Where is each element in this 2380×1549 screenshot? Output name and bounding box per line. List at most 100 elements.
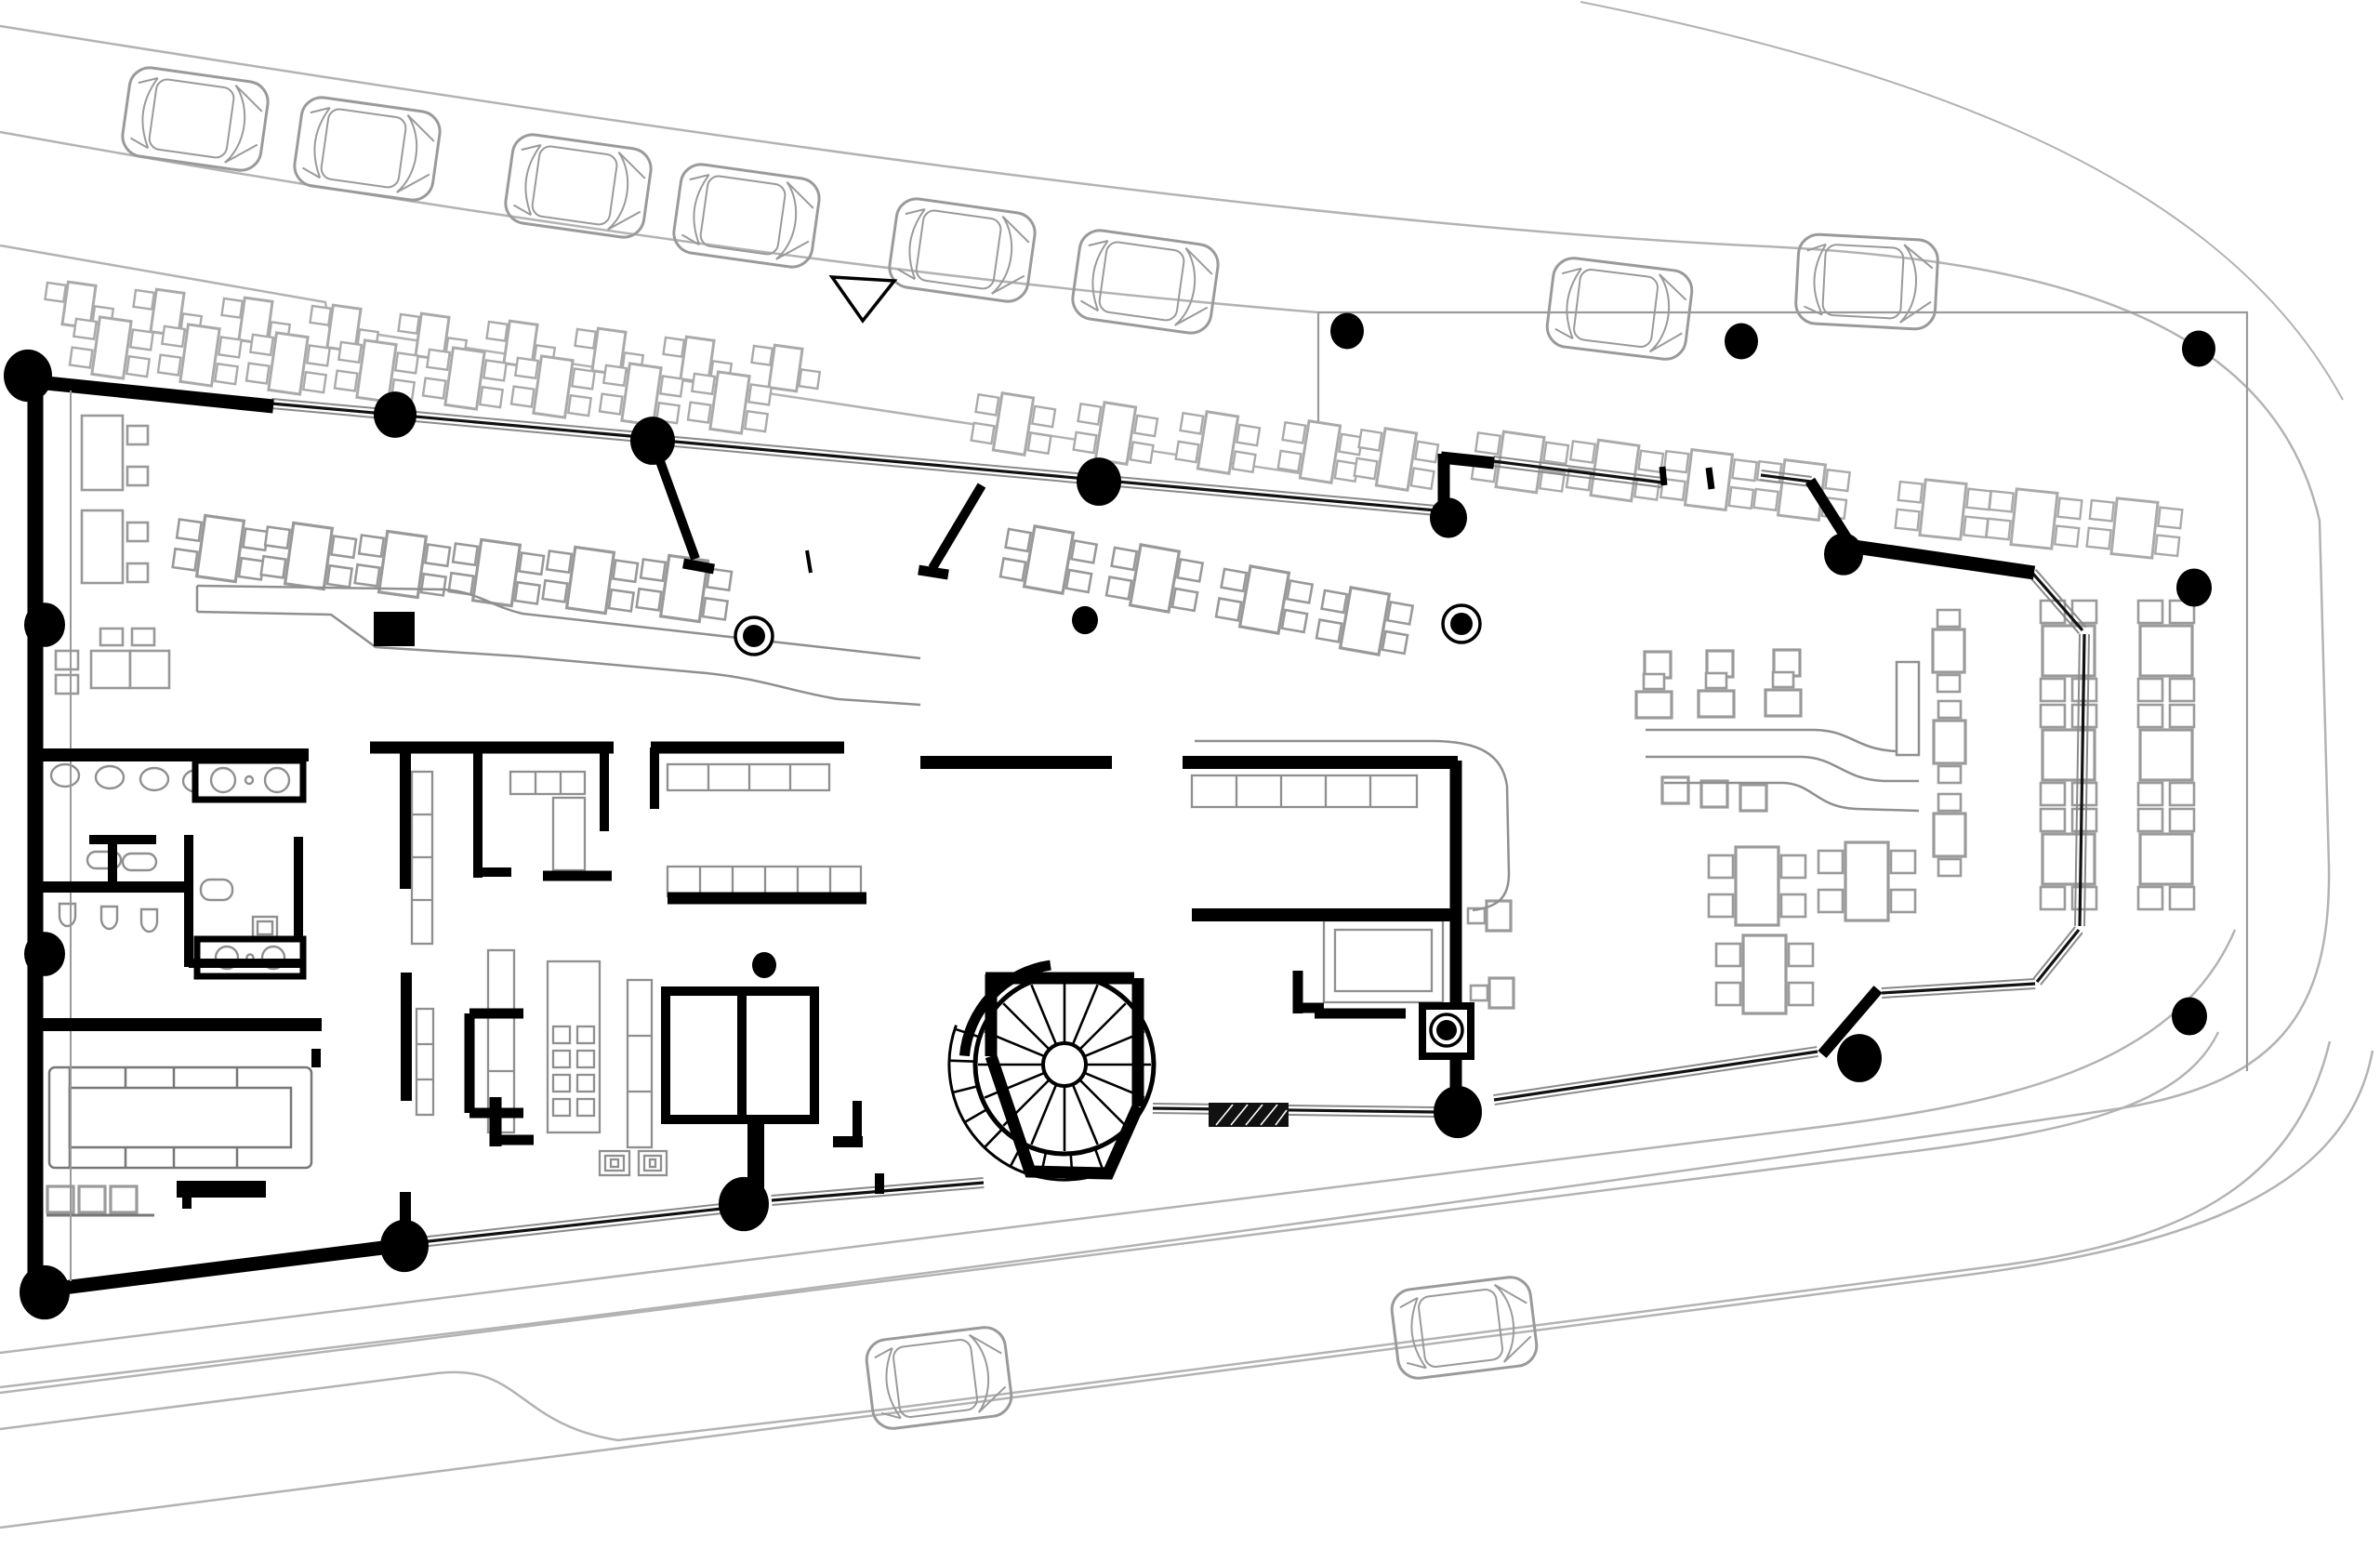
dining-table-cluster [2136, 807, 2196, 911]
servery-counter-edge [1664, 781, 1920, 813]
car [672, 163, 821, 269]
spiral-stair-tread [1071, 1083, 1099, 1145]
kitchen-unit [1190, 774, 1419, 809]
servery-counter-edge [1895, 660, 1921, 757]
dining-table-cluster [1214, 564, 1315, 635]
car-detail [1406, 1361, 1427, 1370]
car-roof [892, 1339, 978, 1418]
bar-island [68, 1086, 293, 1149]
window-wall-frame [1494, 1054, 1818, 1105]
dining-table-cluster-chair [2136, 703, 2164, 729]
cafe-table-cluster-chair [1231, 450, 1257, 474]
banquette [99, 627, 125, 647]
cafe-table-cluster-chair [509, 385, 536, 408]
car-roof [1418, 1289, 1503, 1368]
dining-table-cluster [171, 513, 270, 584]
floor-grille [1230, 1104, 1249, 1126]
plaza-edge [1316, 311, 2249, 1071]
banquette [130, 627, 156, 647]
cafe-table-cluster-chair [478, 385, 505, 409]
dining-table-cluster-table [377, 529, 429, 600]
car-detail [234, 84, 263, 113]
car-detail [1079, 299, 1099, 312]
cafe-table-cluster [686, 370, 774, 435]
kitchen-unit [648, 1158, 657, 1169]
terrace-table-cluster [1985, 487, 2083, 550]
car-detail [224, 143, 258, 164]
cafe-table-cluster-chair [156, 353, 182, 377]
structural-columns [4, 312, 2215, 1320]
street-curb-line [0, 1050, 2374, 1529]
terrace-table-cluster-chair [2088, 498, 2116, 523]
window-wall-frame [1152, 1111, 1435, 1118]
cafe-table-cluster-chair [397, 312, 421, 335]
dining-table-cluster-chair [2039, 885, 2067, 911]
spiral-stair-arc [959, 960, 1051, 1057]
spiral-stair-step [1069, 1153, 1074, 1180]
dining-table-cluster-chair [175, 518, 204, 543]
terrace-table-cluster-chair [1542, 441, 1570, 466]
dining-table-cluster-chair [419, 572, 448, 597]
spiral-stair-tread [1083, 1071, 1145, 1099]
dining-table-cluster-chair [2136, 885, 2164, 911]
terrace-table-cluster-chair [1965, 487, 1992, 511]
bar-stool-chair [1704, 671, 1728, 690]
car-detail [775, 240, 810, 260]
dining-table-cluster [1104, 543, 1205, 614]
wall [1818, 986, 1883, 1058]
cafe-table-cluster [598, 362, 685, 427]
street-curb-line [1580, 1, 2344, 401]
dining-table-cluster-chair [1714, 981, 1742, 1007]
cafe-table-cluster-chair [248, 333, 275, 357]
dining-table-cluster [635, 553, 734, 624]
cafe-table-cluster-chair [602, 364, 628, 388]
walkway-counters [195, 584, 1921, 912]
dining-table-cluster-table [1741, 933, 1788, 1015]
terrace-table-cluster [1659, 447, 1759, 512]
dining-table-cluster-chair [1936, 608, 1962, 629]
cafe-table-cluster-chair [337, 340, 364, 364]
car-body [1794, 232, 1939, 331]
dining-table-cluster-table [1931, 628, 1966, 674]
bar-stool [1739, 783, 1768, 813]
dining-table-cluster-chair [701, 596, 730, 621]
cafe-table-cluster-chair [1357, 428, 1383, 452]
bar-stool-chair [1642, 672, 1666, 691]
cafe-table-cluster [132, 287, 204, 338]
car-detail [1001, 215, 1030, 244]
cafe-table-cluster-table [267, 331, 310, 396]
bar-stool [1697, 671, 1736, 719]
car-roof [699, 175, 787, 256]
cafe-table-cluster [1072, 401, 1159, 466]
cafe-table-cluster-chair [217, 336, 244, 359]
dining-table-cluster-table [564, 545, 616, 616]
terrace-tables-east-row [970, 391, 1440, 492]
window-wall-core [2035, 928, 2081, 984]
car-body [121, 66, 270, 172]
cafe-table-cluster-chair [574, 327, 598, 350]
terrace-table-cluster-chair [1988, 489, 2016, 513]
dining-table-cluster-chair [1064, 568, 1093, 594]
column-dot [1824, 533, 1863, 576]
dining-table-cluster-chair [1707, 893, 1735, 919]
bar-stool-table [46, 1185, 75, 1214]
cafe-table-cluster-chair [68, 346, 94, 369]
cafe-table-cluster-chair [1030, 404, 1057, 429]
window-wall-frame [2082, 634, 2090, 927]
window-wall-frame [1882, 986, 2036, 999]
dining-table-cluster-chair [1936, 673, 1962, 694]
wall [374, 612, 415, 646]
car-detail [885, 1347, 902, 1419]
kitchen-unit [415, 1007, 435, 1117]
column-dot [20, 1264, 70, 1320]
kitchen-unit [551, 1025, 572, 1045]
terrace-table-cluster-table [1589, 438, 1641, 503]
dining-table-cluster-chair [1817, 888, 1844, 914]
dining-table-cluster-chair [2168, 781, 2196, 807]
cafe-table-cluster-chair [485, 320, 509, 342]
dining-table-cluster [447, 537, 546, 608]
bar-stool-table [1697, 689, 1736, 719]
banquette-seating-left [54, 414, 171, 695]
dining-table-cluster [1932, 699, 1967, 785]
column-dot [1330, 312, 1364, 350]
